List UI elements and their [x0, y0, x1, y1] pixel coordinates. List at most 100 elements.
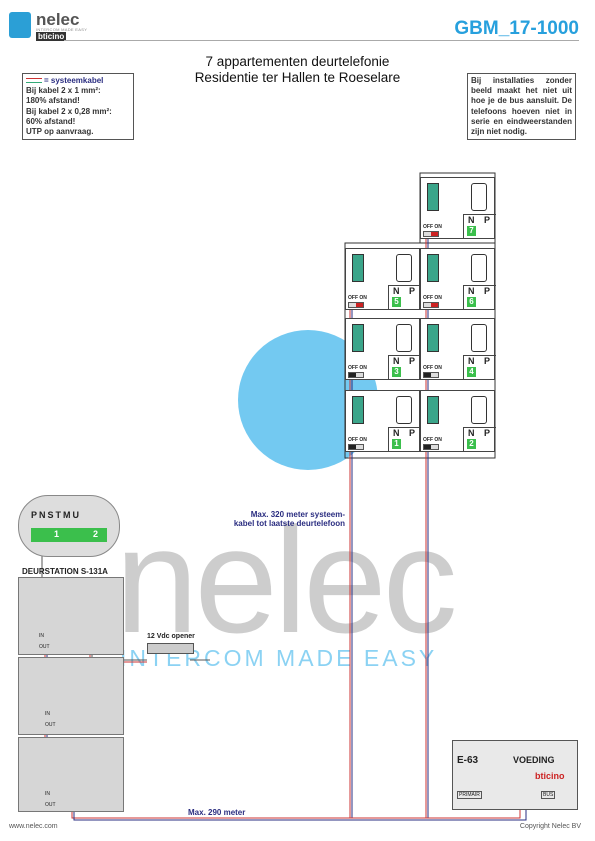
np-n: N — [468, 428, 475, 438]
psu-brand: bticino — [535, 771, 565, 781]
title-line2: Residentie ter Hallen te Roeselare — [194, 70, 401, 85]
np-n: N — [468, 286, 475, 296]
legend-line2: 180% afstand! — [26, 96, 80, 106]
phone-number: 6 — [467, 297, 476, 307]
phone-switch — [348, 372, 364, 378]
terminal-icon — [352, 396, 364, 424]
legend-line3: Bij kabel 2 x 0,28 mm²: — [26, 106, 112, 116]
np-p: P — [484, 356, 491, 366]
brand-sub: bticino — [36, 32, 67, 41]
phone-switch-label: OFF ON — [348, 437, 367, 443]
power-supply: E-63 VOEDING bticino PRIMAIR BUS — [452, 740, 578, 810]
terminal-icon — [352, 254, 364, 282]
np-n: N — [468, 356, 475, 366]
terminal-icon — [427, 183, 439, 211]
phone-switch — [348, 302, 364, 308]
out-label: OUT — [45, 722, 56, 728]
title-line1: 7 appartementen deurtelefonie — [205, 54, 390, 69]
phone-switch-label: OFF ON — [423, 224, 442, 230]
terminal-icon — [427, 324, 439, 352]
annotation-max-320: Max. 320 meter systeem- kabel tot laatst… — [233, 510, 345, 528]
brand-tagline: INTERCOM MADE EASY — [36, 27, 88, 32]
cable-legend-swatch — [26, 78, 42, 84]
np-n: N — [393, 356, 400, 366]
handset-icon — [471, 396, 487, 424]
in-label: IN — [45, 711, 50, 717]
np-p: P — [484, 215, 491, 225]
document-code: GBM_17-1000 — [454, 18, 579, 39]
footer-copyright: Copyright Nelec BV — [519, 823, 581, 830]
handset-icon — [471, 254, 487, 282]
phone-number: 2 — [467, 439, 476, 449]
brand-name: nelec — [36, 10, 80, 29]
np-n: N — [393, 286, 400, 296]
handset-icon — [471, 324, 487, 352]
psu-bus: BUS — [541, 791, 556, 799]
phone-switch-label: OFF ON — [348, 295, 367, 301]
opener-label: 12 Vdc opener — [147, 633, 195, 640]
door-station-module-1: IN OUT — [18, 577, 124, 655]
legend-line4: 60% afstand! — [26, 116, 76, 126]
np-n: N — [468, 215, 475, 225]
legend-line5: UTP op aanvraag. — [26, 127, 94, 137]
legend-label: = systeemkabel — [44, 76, 104, 85]
phone-switch — [423, 372, 439, 378]
psu-label: VOEDING — [513, 755, 555, 765]
watermark-brand: nelec — [115, 496, 458, 664]
in-label: IN — [45, 791, 50, 797]
out-label: OUT — [45, 802, 56, 808]
phone-switch — [423, 302, 439, 308]
handset-icon — [396, 254, 412, 282]
nelec-logo-icon — [9, 12, 31, 38]
psu-model: E-63 — [457, 755, 479, 766]
handset-icon — [396, 396, 412, 424]
handset-icon — [396, 324, 412, 352]
phone-number: 1 — [392, 439, 401, 449]
phone-switch-label: OFF ON — [423, 295, 442, 301]
door-station-module-2: IN OUT — [18, 657, 124, 735]
header-divider — [64, 40, 579, 41]
legend-line1: Bij kabel 2 x 1 mm²: — [26, 86, 101, 96]
terminal-labels: PNSTMU — [31, 510, 82, 520]
door-station-module-3: IN OUT — [18, 737, 124, 812]
phone-switch-label: OFF ON — [423, 365, 442, 371]
handset-icon — [471, 183, 487, 211]
phone-switch — [348, 444, 364, 450]
phone-number: 4 — [467, 367, 476, 377]
phone-number: 3 — [392, 367, 401, 377]
np-p: P — [409, 428, 416, 438]
phone-switch-label: OFF ON — [423, 437, 442, 443]
np-n: N — [393, 428, 400, 438]
opener-icon — [147, 643, 194, 654]
terminal-icon — [427, 254, 439, 282]
np-p: P — [484, 428, 491, 438]
np-p: P — [409, 286, 416, 296]
cable-legend: = systeemkabel Bij kabel 2 x 1 mm²: 180%… — [22, 73, 134, 141]
phone-switch — [423, 231, 439, 237]
psu-primair: PRIMAIR — [457, 791, 482, 799]
terminal-icon — [352, 324, 364, 352]
phone-switch — [423, 444, 439, 450]
in-label: IN — [39, 633, 44, 639]
phone-switch-label: OFF ON — [348, 365, 367, 371]
phone-number: 7 — [467, 226, 476, 236]
door-station-title: DEURSTATION S-131A — [22, 567, 108, 576]
np-p: P — [484, 286, 491, 296]
annotation-max-290: Max. 290 meter — [188, 808, 246, 817]
footer-website[interactable]: www.nelec.com — [9, 823, 58, 830]
